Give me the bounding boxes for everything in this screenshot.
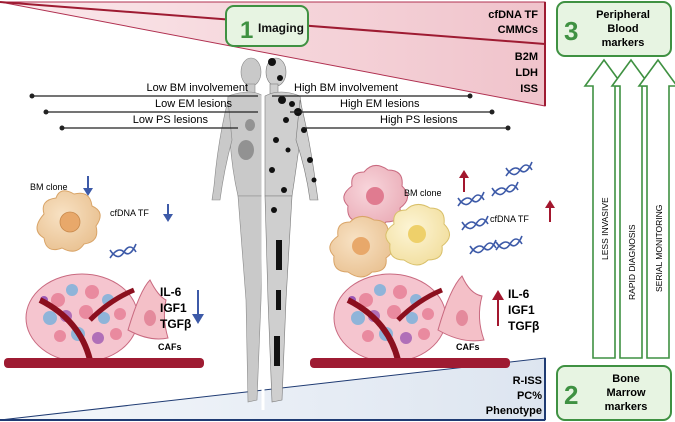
low-bone-marrow-niche <box>25 273 139 363</box>
low-cytokine-tgfb: TGFβ <box>160 317 191 331</box>
high-myeloma-cell-pink <box>343 165 408 228</box>
peripheral-line3: markers <box>602 37 645 49</box>
low-ps-lesions-label: Low PS lesions <box>133 114 209 126</box>
low-dna-helix <box>109 243 137 259</box>
bone-marrow-line3: markers <box>605 401 648 413</box>
high-cytokine-il6: IL-6 <box>508 287 530 301</box>
top-marker-cmmcs: CMMCs <box>498 24 538 36</box>
bottom-marker-pc: PC% <box>517 390 542 402</box>
peripheral-line2: Blood <box>607 23 638 35</box>
high-dna-helices <box>457 161 533 255</box>
mid-marker-iss: ISS <box>520 83 538 95</box>
high-up-arrow-cfdna <box>545 200 555 222</box>
pet-body-left <box>211 57 264 403</box>
low-cytokine-il6: IL-6 <box>160 285 182 299</box>
high-caf-cell <box>437 275 485 342</box>
top-marker-cfdna: cfDNA TF <box>488 9 538 21</box>
high-bm-clone-label: BM clone <box>404 188 442 198</box>
bone-marrow-number: 2 <box>564 380 578 410</box>
high-em-lesions-label: High EM lesions <box>340 98 420 110</box>
low-line-em-dot <box>43 109 49 115</box>
bottom-marker-riss: R-ISS <box>513 375 542 387</box>
bone-marrow-box <box>556 365 672 421</box>
peripheral-number: 3 <box>564 16 578 46</box>
high-blood-vessel <box>310 358 510 368</box>
low-caf-cell <box>127 279 169 340</box>
high-cytokine-tgfb: TGFβ <box>508 319 539 333</box>
low-blood-vessel <box>4 358 204 368</box>
peripheral-blood-box <box>556 1 672 57</box>
high-myeloma-cell-peach <box>329 216 394 278</box>
arrow-label-rapid-diagnosis: RAPID DIAGNOSIS <box>627 224 637 300</box>
mid-marker-ldh: LDH <box>515 67 538 79</box>
high-bone-marrow-niche <box>333 273 447 363</box>
imaging-box <box>225 5 309 47</box>
high-up-arrow-cytokines <box>492 290 504 326</box>
low-bm-involvement-label: Low BM involvement <box>147 82 249 94</box>
pet-body-right <box>264 57 319 403</box>
imaging-number: 1 <box>240 17 253 44</box>
low-cytokine-igf1: IGF1 <box>160 301 187 315</box>
low-cafs-label: CAFs <box>158 342 182 352</box>
high-myeloma-cell-yellow <box>385 204 450 266</box>
high-cytokine-igf1: IGF1 <box>508 303 535 317</box>
low-down-arrow-cytokines <box>192 290 204 324</box>
high-ps-lesions-label: High PS lesions <box>380 114 458 126</box>
mid-marker-b2m: B2M <box>515 51 538 63</box>
low-down-arrow-cfdna <box>163 204 173 222</box>
imaging-label: Imaging <box>258 21 304 35</box>
low-em-lesions-label: Low EM lesions <box>155 98 233 110</box>
high-line-bm-dot <box>467 93 473 99</box>
pet-body-left-organs <box>238 119 255 160</box>
low-line-bm-dot <box>29 93 35 99</box>
high-cafs-label: CAFs <box>456 342 480 352</box>
low-down-arrow-clone <box>83 176 93 196</box>
high-line-em-dot <box>489 109 495 115</box>
bottom-marker-phenotype: Phenotype <box>486 405 542 417</box>
arrow-serial-monitoring <box>637 58 675 359</box>
high-up-arrow-clone <box>459 170 469 192</box>
high-bm-involvement-label: High BM involvement <box>294 82 398 94</box>
low-line-ps-dot <box>59 125 65 131</box>
low-myeloma-cell <box>36 190 101 252</box>
low-bm-clone-label: BM clone <box>30 182 68 192</box>
bone-marrow-line2: Marrow <box>606 387 646 399</box>
arrow-label-less-invasive: LESS INVASIVE <box>600 197 610 260</box>
high-line-ps-dot <box>505 125 511 131</box>
arrow-label-serial-monitoring: SERIAL MONITORING <box>654 205 664 292</box>
arrow-rapid-diagnosis <box>610 58 652 359</box>
peripheral-line1: Peripheral <box>596 9 650 21</box>
low-cfdna-label: cfDNA TF <box>110 208 149 218</box>
arrow-less-invasive <box>583 58 625 359</box>
bone-marrow-line1: Bone <box>612 373 640 385</box>
high-cfdna-label: cfDNA TF <box>490 214 529 224</box>
